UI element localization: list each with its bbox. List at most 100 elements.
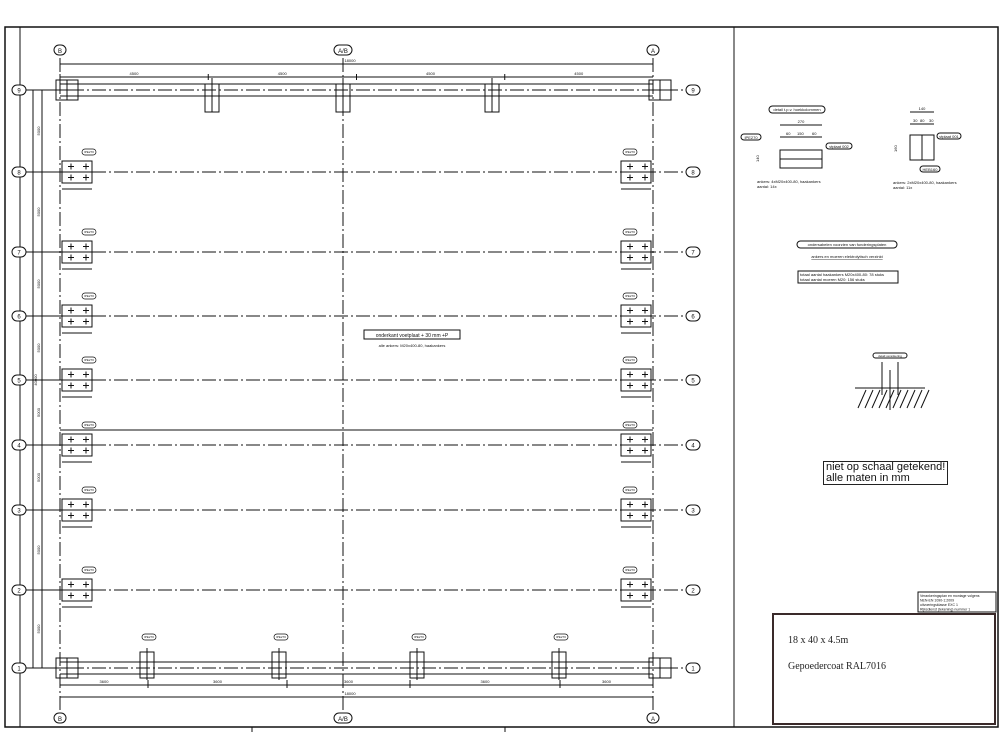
center-note-text: alle ankers: M20x400-80, haakankers: [379, 343, 446, 348]
dim-text: 5000: [36, 472, 41, 482]
row-label-left: 1: [17, 667, 21, 673]
plate-tag: [81, 228, 97, 236]
hatch-line: [878, 389, 888, 409]
detail-1-title-box: [768, 105, 826, 114]
row-label-right: 4: [691, 444, 695, 450]
row-label-left: 7: [17, 251, 21, 257]
scale-note-line-2: alle maten in mm: [826, 472, 910, 484]
section-title: detail verankering: [878, 354, 902, 358]
plate-tag: [622, 292, 638, 300]
row-bubble-right: [685, 374, 701, 386]
row-label-left: 6: [17, 315, 21, 321]
plate-tag-text: IPE270: [625, 230, 635, 234]
plate-tag: [141, 633, 157, 641]
dim-text: 3600: [344, 679, 354, 684]
detail-1-title: detail t.p.v. hoekkolommen: [773, 107, 820, 112]
column-label-top: A/B: [338, 49, 348, 55]
dim-text: 4500: [278, 71, 288, 76]
plate-tag: [81, 566, 97, 574]
dim-text: 5000: [36, 279, 41, 289]
plate-tag-text: IPE270: [84, 488, 94, 492]
detail-1-tag-right-text: vtplaat 002: [829, 144, 849, 149]
row-label-right: 1: [691, 667, 695, 673]
dim-text: 5000: [36, 126, 41, 136]
column-label-top: A: [651, 49, 655, 55]
row-label-left: 8: [17, 171, 21, 177]
notes-line: totaal aantal haakankers M20x400-80: 78 …: [800, 272, 884, 277]
plate-tag: [81, 421, 97, 429]
hatch-line: [899, 389, 909, 409]
column-bubble-top: [646, 44, 660, 56]
dim-text: 5000: [36, 343, 41, 353]
dim-text: 5000: [36, 407, 41, 417]
plate-tag: [622, 148, 638, 156]
section-title-box: [872, 352, 908, 359]
plate-tag-text: IPE270: [556, 635, 566, 639]
row-label-left: 5: [17, 379, 21, 385]
dim-text: 5000: [36, 624, 41, 634]
column-label-bottom: A/B: [338, 717, 348, 723]
plate-tag-text: IPE270: [84, 423, 94, 427]
hatch-line: [913, 389, 923, 409]
plate-tag: [411, 633, 427, 641]
plate-tag: [553, 633, 569, 641]
row-bubble-right: [685, 166, 701, 178]
row-label-right: 7: [691, 251, 695, 257]
dim-text: 18000: [344, 58, 356, 63]
plate-tag-text: IPE270: [625, 568, 635, 572]
stamp-line: uitvoeringsklasse EXC 1: [920, 603, 958, 607]
scale-note: niet op schaal getekend! alle maten in m…: [823, 461, 949, 485]
dim-text: 30: [929, 118, 934, 123]
row-label-right: 8: [691, 171, 695, 177]
dim-text: 3600: [100, 679, 110, 684]
dim-text: 4500: [574, 71, 584, 76]
plate-tag-text: IPE270: [276, 635, 286, 639]
plate-tag-text: IPE270: [625, 423, 635, 427]
notes-title-box: [796, 240, 898, 249]
detail-1-tag-left: [740, 133, 762, 141]
dim-text: 140: [919, 106, 926, 111]
dim-text: 3600: [602, 679, 612, 684]
title-block-finish: Gepoedercoat RAL7016: [788, 661, 887, 672]
center-note-box: [363, 329, 461, 340]
column-label-bottom: A: [651, 717, 655, 723]
column-bubble-top: [53, 44, 67, 56]
dim-text: 270: [798, 119, 805, 124]
plate-tag: [273, 633, 289, 641]
row-label-right: 9: [691, 89, 695, 95]
dim-text: 60: [812, 131, 817, 136]
stamp-line: NEN-EN 1090-1:2009: [920, 599, 954, 603]
detail-1-caption: ankers: 4xM20x400-80, haakankers: [757, 179, 821, 184]
detail-1-tag-left-text: IPE270: [744, 135, 758, 140]
detail-2-caption: aantal: 11x: [893, 185, 912, 190]
detail-2-tag-bottom: [919, 165, 941, 173]
row-bubble-right: [685, 504, 701, 516]
row-label-left: 3: [17, 509, 21, 515]
hatch-line: [906, 389, 916, 409]
plate-tag-text: IPE270: [84, 358, 94, 362]
plate-tag: [622, 486, 638, 494]
detail-2-tag-right: [936, 132, 962, 140]
plate-tag: [81, 486, 97, 494]
row-label-right: 6: [691, 315, 695, 321]
row-bubble-right: [685, 662, 701, 674]
stamp-line: Verankeringsplan en montage volgens: [920, 594, 980, 598]
stamp-line: Rijksdienst (tekening) nummer 1: [920, 608, 970, 612]
row-label-right: 5: [691, 379, 695, 385]
plate-tag-text: IPE270: [84, 230, 94, 234]
detail-1-caption: aantal: 14x: [757, 184, 777, 189]
dim-text: 3600: [481, 679, 491, 684]
row-label-left: 2: [17, 589, 21, 595]
plate-tag-text: IPE270: [625, 488, 635, 492]
notes-underlined: ankers en moeren elektrolytisch verzinkt: [811, 254, 883, 259]
detail-2-caption: ankers: 2xM20x400-80, haakankers: [893, 180, 957, 185]
hatch-line: [864, 389, 874, 409]
column-label-bottom: B: [58, 717, 62, 723]
title-block: 18 x 40 x 4.5m Gepoedercoat RAL7016: [772, 613, 996, 725]
plate-tag-text: IPE270: [84, 150, 94, 154]
detail-2-tag-bottom-text: HEB160: [923, 167, 939, 172]
detail-2-tag-right-text: vtplaat 001: [939, 134, 959, 139]
plate-tag-text: IPE270: [625, 358, 635, 362]
column-bubble-bottom: [53, 712, 67, 724]
